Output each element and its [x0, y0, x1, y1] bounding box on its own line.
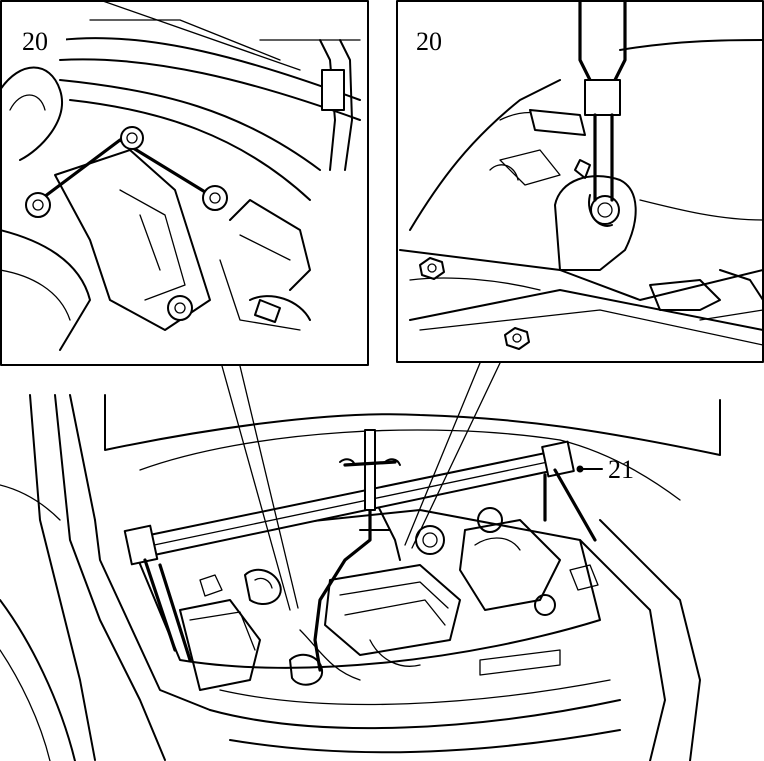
bolt	[202, 185, 228, 211]
nut	[419, 257, 445, 280]
label-20-left: 20	[22, 27, 48, 56]
bolt	[167, 295, 193, 321]
right-inset-frame	[396, 0, 764, 363]
main-engine-bay-view	[0, 394, 721, 761]
left-detail-inset: 20	[0, 0, 369, 366]
inset-connector-lines	[221, 362, 501, 611]
callout-21: 21	[576, 455, 634, 484]
bolt	[120, 126, 144, 150]
right-detail-inset: 20	[396, 0, 764, 363]
nut	[504, 327, 530, 350]
bolt	[25, 192, 51, 218]
label-21: 21	[608, 455, 634, 484]
label-20-right: 20	[416, 27, 442, 56]
left-inset-frame	[0, 0, 369, 366]
